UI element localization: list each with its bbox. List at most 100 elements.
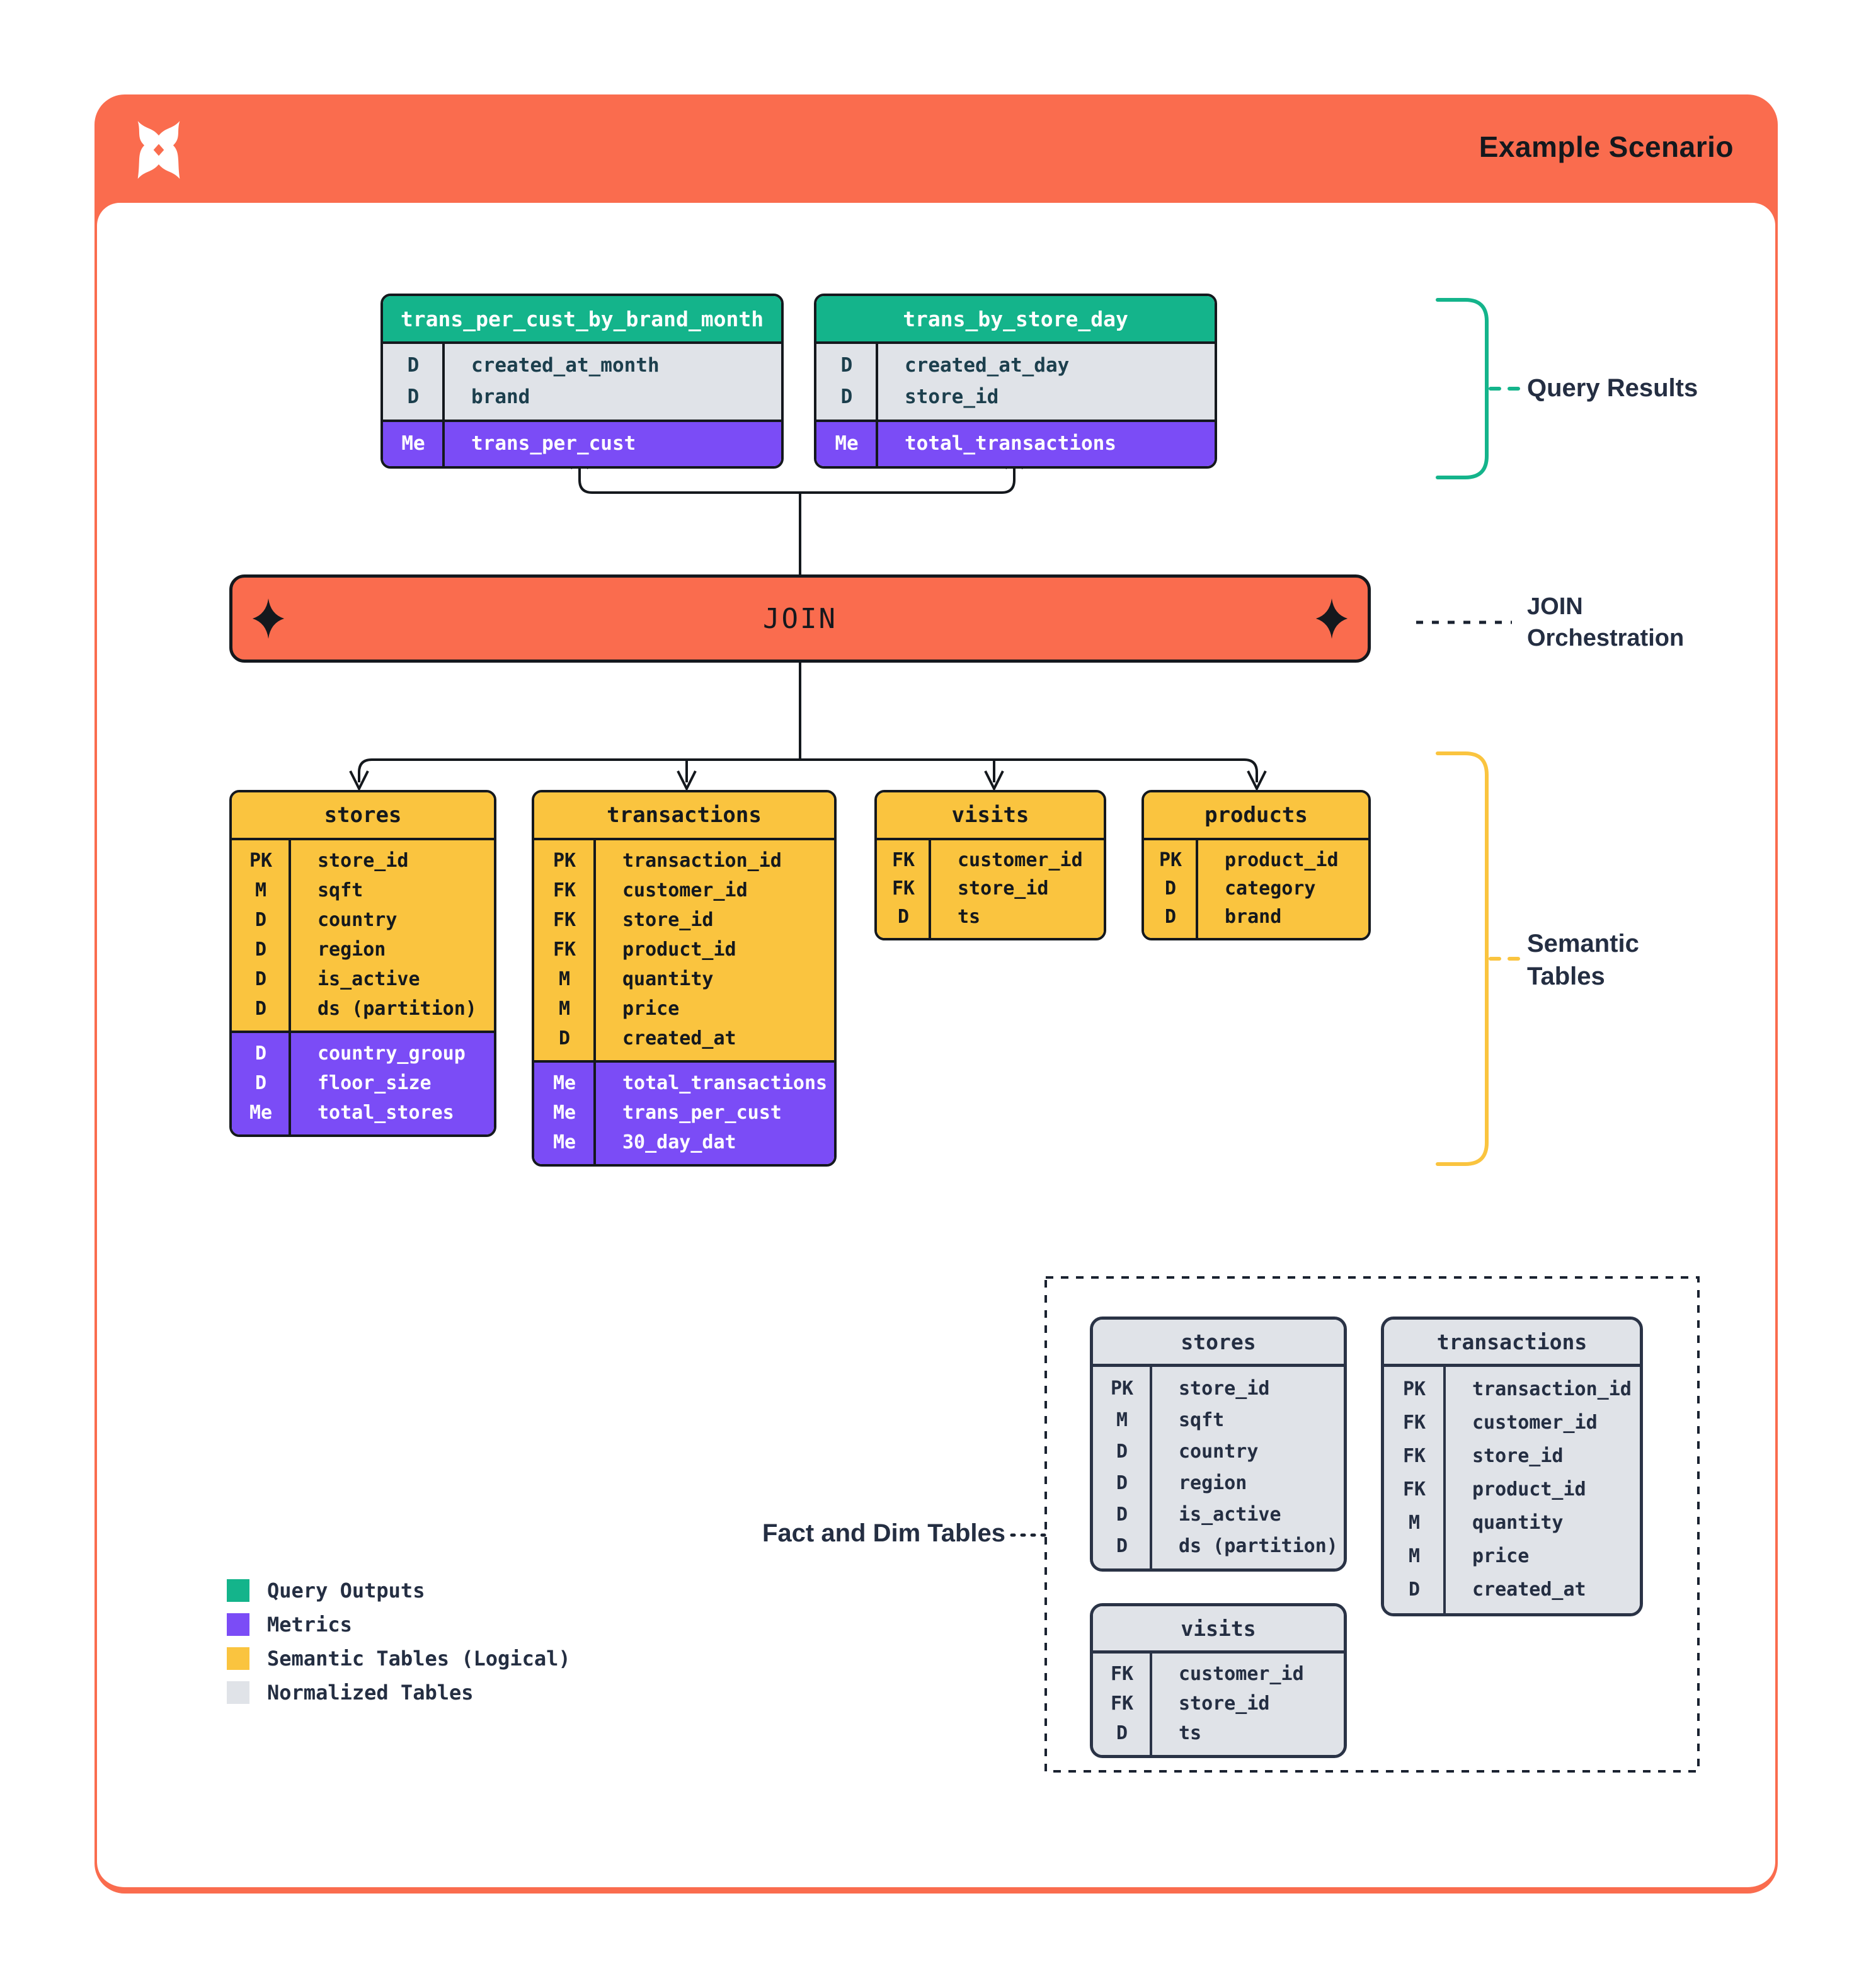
page-title: Example Scenario <box>1479 130 1734 163</box>
key-type-label: D <box>840 386 853 408</box>
field-name-label: product_id <box>1472 1478 1586 1500</box>
key-type-label: FK <box>1402 1445 1426 1467</box>
key-type-label: D <box>407 354 420 377</box>
table-row: Me trans_per_cust <box>383 428 781 459</box>
key-type-label: D <box>1408 1579 1421 1601</box>
field-name-label: customer_id <box>622 879 748 901</box>
table-row: PK product_id <box>1144 846 1368 874</box>
legend-label: Semantic Tables (Logical) <box>267 1647 571 1671</box>
field-name-label: product_id <box>1225 849 1339 871</box>
table-row: Me trans_per_cust <box>534 1098 834 1128</box>
table-title: visits <box>1093 1606 1344 1654</box>
gray_table-swatch-icon <box>227 1681 249 1704</box>
table-title: visits <box>877 792 1104 840</box>
key-type-label: D <box>255 939 267 961</box>
legend-label: Metrics <box>267 1613 352 1637</box>
key-type-label: M <box>558 998 571 1020</box>
legend-item: Query Outputs <box>227 1574 571 1608</box>
table-title: trans_per_cust_by_brand_month <box>383 296 781 344</box>
field-name-label: sqft <box>1179 1408 1225 1431</box>
field-name-label: trans_per_cust <box>471 432 636 455</box>
legend-item: Metrics <box>227 1608 571 1642</box>
key-type-label: D <box>255 968 267 990</box>
join-node: JOIN <box>229 574 1371 663</box>
key-type-label: M <box>255 879 267 901</box>
field-name-label: ds (partition) <box>318 998 477 1020</box>
field-name-label: total_transactions <box>622 1072 828 1094</box>
key-type-label: PK <box>1110 1377 1134 1400</box>
field-name-label: trans_per_cust <box>622 1102 782 1124</box>
key-type-label: D <box>1164 877 1177 900</box>
key-type-label: Me <box>401 432 425 455</box>
table-row: FK store_id <box>1093 1689 1344 1718</box>
key-type-label: D <box>255 1072 267 1094</box>
table-row: FK store_id <box>1384 1439 1640 1473</box>
field-name-label: transaction_id <box>622 850 782 872</box>
field-name-label: customer_id <box>958 849 1083 871</box>
key-type-label: D <box>840 354 853 377</box>
table-title: stores <box>232 792 494 840</box>
key-type-label: FK <box>1402 1412 1426 1434</box>
legend-item: Semantic Tables (Logical) <box>227 1642 571 1676</box>
key-type-label: FK <box>552 879 576 901</box>
field-name-label: created_at <box>1472 1579 1586 1601</box>
field-name-label: store_id <box>905 386 999 408</box>
key-type-label: Me <box>552 1131 576 1153</box>
table-title: products <box>1144 792 1368 840</box>
field-name-label: category <box>1225 877 1316 900</box>
field-name-label: quantity <box>622 968 714 990</box>
field-name-label: store_id <box>1179 1693 1270 1715</box>
key-type-label: M <box>558 968 571 990</box>
field-name-label: ts <box>1179 1722 1202 1744</box>
field-name-label: ds (partition) <box>1179 1534 1338 1557</box>
table-title: trans_by_store_day <box>816 296 1215 344</box>
table-title: transactions <box>1384 1320 1640 1367</box>
field-name-label: quantity <box>1472 1512 1564 1534</box>
field-name-label: created_at <box>622 1027 736 1049</box>
key-type-label: Me <box>552 1102 576 1124</box>
field-name-label: store_id <box>1472 1445 1564 1467</box>
legend-label: Query Outputs <box>267 1579 425 1602</box>
annotation-fact-and-dim-tables: Fact and Dim Tables <box>762 1519 1005 1547</box>
table-title: stores <box>1093 1320 1344 1367</box>
key-type-label: PK <box>1159 849 1182 871</box>
key-type-label: M <box>1408 1512 1421 1534</box>
field-name-label: country <box>318 909 398 931</box>
key-type-label: FK <box>1110 1693 1134 1715</box>
